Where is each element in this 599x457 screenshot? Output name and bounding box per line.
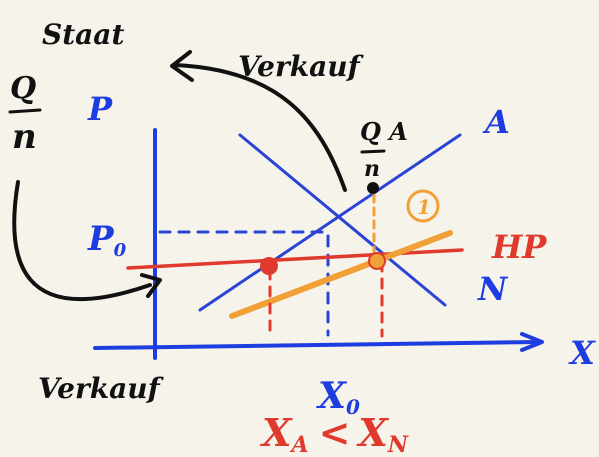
left-symbol-top: Q bbox=[10, 71, 36, 106]
supply-label: A bbox=[482, 103, 510, 141]
demand-label: N bbox=[477, 270, 509, 308]
quantity-axis-arrowhead bbox=[520, 332, 544, 352]
quantity-axis bbox=[93, 340, 542, 350]
point-label: Q A bbox=[360, 117, 408, 146]
top-curved-arrowhead bbox=[170, 50, 194, 82]
circled-number-ring bbox=[406, 189, 440, 223]
world-price-label: HP bbox=[491, 228, 547, 266]
staat-label: Staat bbox=[42, 18, 124, 51]
inequality-label: XA<XN bbox=[260, 410, 409, 457]
p-axis-label: P bbox=[87, 90, 113, 128]
verkauf-bottom-label: Verkauf bbox=[38, 372, 165, 405]
orange-line bbox=[229, 230, 453, 319]
point-label-bar bbox=[360, 149, 386, 154]
world-supply-point bbox=[368, 252, 386, 270]
x-axis-label: X bbox=[568, 334, 596, 372]
x0-label: X0 bbox=[316, 375, 360, 419]
left-symbol-bar bbox=[8, 108, 42, 114]
bottom-curved-arrow bbox=[12, 180, 152, 302]
p0-label: P0 bbox=[87, 219, 127, 261]
world-demand-point bbox=[260, 257, 278, 275]
circled-number: 1 bbox=[417, 195, 431, 219]
supply-line bbox=[198, 133, 462, 312]
world-price-line bbox=[126, 248, 464, 270]
verkauf-top-label: Verkauf bbox=[238, 50, 365, 83]
demand-line bbox=[238, 133, 447, 307]
point-label-frac: n bbox=[364, 156, 380, 182]
left-symbol-frac: n bbox=[12, 117, 37, 157]
bottom-curved-arrowhead bbox=[140, 273, 162, 298]
black-point bbox=[367, 182, 379, 194]
top-curved-arrow bbox=[173, 63, 347, 192]
